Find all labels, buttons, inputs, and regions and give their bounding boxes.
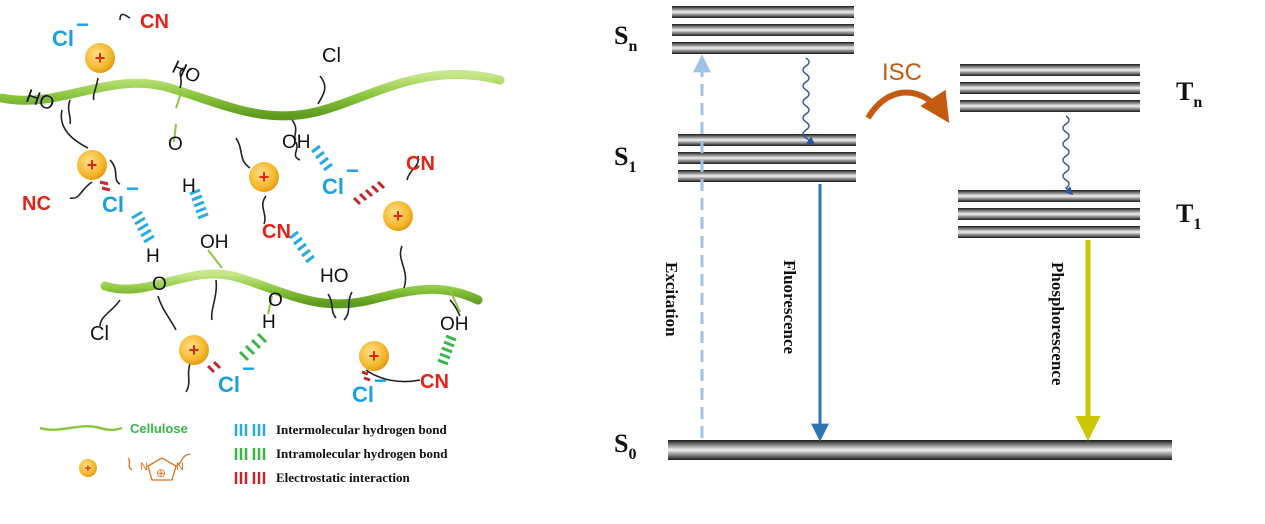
internal-conversion-arrow [802,57,816,146]
plus-sign: + [369,346,380,366]
hydroxyl-label: HO [23,86,57,115]
isc-arrow [865,89,950,124]
oxygen-label: O [268,290,283,311]
sn-energy-levels [672,6,854,54]
minus-sign: − [76,12,89,37]
cation-ball: + [249,162,279,192]
legend-inter-label: Intermolecular hydrogen bond [276,422,447,437]
cyano-label: NC [22,193,51,215]
fluorescence-label: Fluorescence [780,260,799,355]
cellulose-network: + + + + + + [0,11,505,407]
chloro-label: Cl [90,323,109,345]
legend-electro-label: Electrostatic interaction [276,470,410,485]
legend-cellulose-label: Cellulose [130,421,188,436]
alkyl-linkers [60,13,461,393]
plus-sign: + [95,48,106,68]
hydroxyl-label: OH [440,314,469,335]
ring-nitrogen-label: N [176,461,184,473]
s1-energy-levels [678,134,856,182]
isc-label: ISC [882,59,922,86]
chloride-label: Cl [218,372,240,397]
plus-sign: + [259,167,270,187]
excitation-label: Excitation [662,262,681,337]
hydroxyl-label: OH [282,132,311,153]
legend-cellulose-swatch [39,425,123,432]
t1-energy-levels [958,190,1140,238]
intermolecular-bonds [131,144,333,264]
s1-label: S1 [614,142,636,176]
plus-sign: + [87,155,98,175]
hydrogen-label: H [262,312,276,333]
hydroxyl-label: OH [200,232,229,253]
chloride-label: Cl [52,26,74,51]
chloride-anion: Cl − [52,12,89,51]
cation-ball: + [77,150,107,180]
oxygen-label: O [168,134,183,155]
oxygen-label: O [152,274,167,295]
legend-cation-swatch: + [79,459,97,477]
jablonski-diagram: Sn S1 S0 Tn T1 Excitation Fluorescence I… [614,6,1202,463]
imidazolium-cations: + + + + + + [77,43,413,371]
cellulose-chain-bottom [100,269,483,309]
legend-inter-swatch [234,424,266,436]
triplet-relaxation-arrow [1062,115,1074,196]
s0-energy-level [668,440,1172,460]
imidazolium-structure-icon [127,453,191,481]
ring-charge-label: ⊕ [156,466,166,480]
cyano-label: CN [262,221,291,243]
plus-sign: + [189,340,200,360]
hydrogen-label: H [182,176,196,197]
legend: Cellulose + N N ⊕ Intermolecular hydroge… [39,421,448,485]
chloride-anion: Cl − [218,356,255,397]
s0-label: S0 [614,429,636,463]
t1-label: T1 [1176,199,1201,233]
cyano-label: CN [140,11,169,33]
cyano-label: CN [420,371,449,393]
chloride-anion: Cl − [352,368,387,407]
legend-electro-swatch [234,472,266,484]
legend-intra-label: Intramolecular hydrogen bond [276,446,448,461]
minus-sign: − [374,368,387,393]
hydroxyl-label: HO [320,266,349,287]
cation-ball: + [85,43,115,73]
hydroxyl-label: HO [169,57,204,88]
chloro-label: Cl [322,45,341,67]
chloride-label: Cl [322,174,344,199]
electrostatic-bonds [99,180,386,382]
cation-ball: + [179,335,209,365]
chloride-anion: Cl − [102,176,139,217]
cation-ball: + [383,201,413,231]
chloride-label: Cl [102,192,124,217]
tn-label: Tn [1176,77,1202,111]
hydrogen-label: H [146,246,160,267]
legend-intra-swatch [234,448,266,460]
chain-linkers [173,89,461,315]
sn-label: Sn [614,21,637,55]
ring-nitrogen-label: N [140,461,148,473]
minus-sign: − [126,176,139,201]
minus-sign: − [346,158,359,183]
phosphorescence-label: Phosphorescence [1048,262,1067,386]
plus-sign: + [393,206,404,226]
minus-sign: − [242,356,255,381]
cyano-label: CN [406,153,435,175]
chloride-anion: Cl − [322,158,359,199]
cellulose-chain-top [0,69,505,121]
cation-ball: + [359,341,389,371]
tn-energy-levels [960,64,1140,112]
intramolecular-bonds [238,332,457,366]
plus-sign: + [85,463,91,475]
chloride-label: Cl [352,382,374,407]
